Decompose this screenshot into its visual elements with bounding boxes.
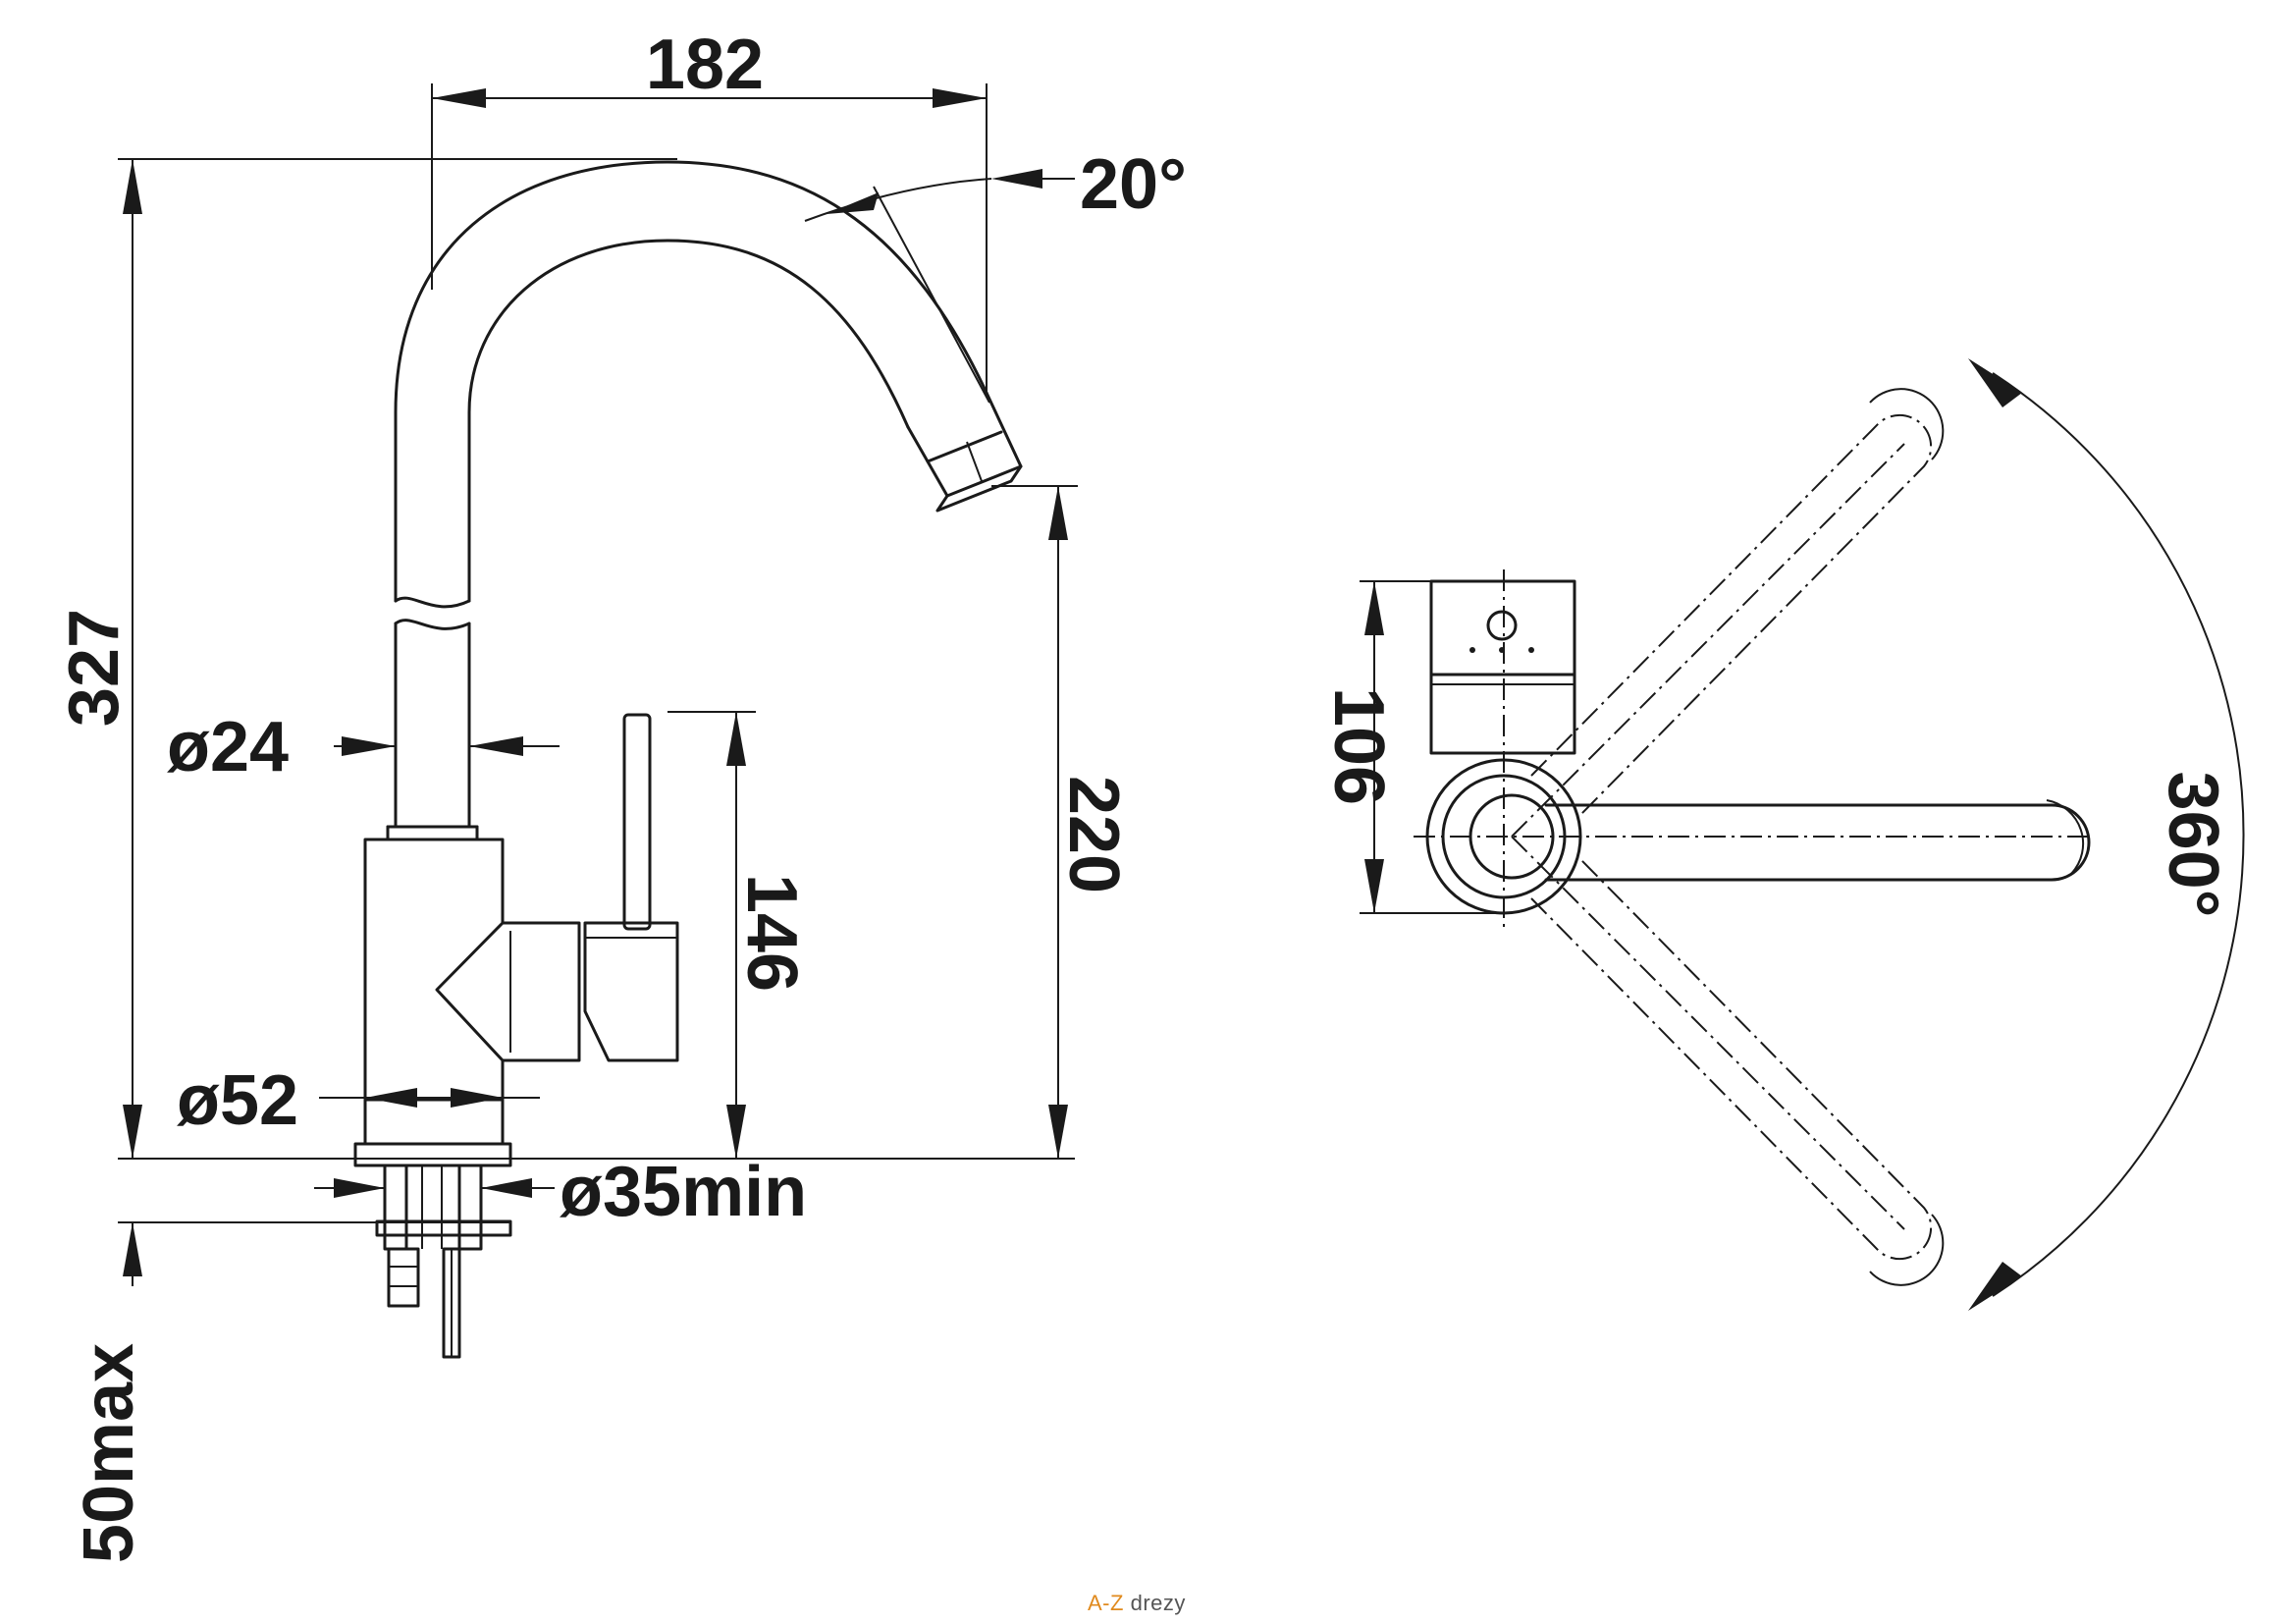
label-50max: 50max <box>70 1343 148 1563</box>
arrow-106-top <box>1364 581 1384 635</box>
body-notch <box>435 921 505 1062</box>
stem-break-top <box>394 596 471 609</box>
spout-outer <box>394 160 988 603</box>
label-20deg: 20° <box>1080 145 1187 224</box>
arrow-327-bottom <box>123 1105 142 1159</box>
rotation-arrow-top <box>1968 358 2022 407</box>
watermark-suffix: drezy <box>1130 1591 1186 1615</box>
plan-centerline-lower <box>1511 836 1905 1230</box>
label-o24: ø24 <box>167 708 289 786</box>
arrow-220-top <box>1048 486 1068 540</box>
arrow-50 <box>123 1222 142 1276</box>
rotation-arc <box>1992 372 2245 1297</box>
arrow-182-right <box>933 88 987 108</box>
base-ring <box>353 1142 512 1167</box>
lever-rod <box>622 713 652 931</box>
label-146: 146 <box>732 874 811 992</box>
plan-spout-straight <box>1544 803 2091 882</box>
faucet-plan-view: 106 360° <box>1319 358 2245 1311</box>
nozzle-tip <box>935 464 1023 513</box>
watermark: A-Z drezy <box>1088 1591 1186 1616</box>
arrow-35-left <box>334 1178 385 1198</box>
arrow-182-left <box>432 88 486 108</box>
arrow-52-right <box>451 1088 503 1108</box>
nozzle-divider <box>966 441 983 482</box>
angle-arrow-left <box>827 192 879 214</box>
label-327: 327 <box>55 609 133 727</box>
side-view-dimensions: 182 20° 327 220 146 ø24 <box>55 26 1187 1563</box>
label-106: 106 <box>1319 687 1398 805</box>
label-o35min: ø35min <box>560 1153 807 1231</box>
stem-break-bottom <box>394 619 471 630</box>
mount-plate <box>375 1219 512 1237</box>
arrow-52-left <box>365 1088 417 1108</box>
angle-arrow-right <box>991 169 1042 189</box>
label-360deg: 360° <box>2154 772 2232 918</box>
label-182: 182 <box>646 26 764 104</box>
arrow-35-right <box>481 1178 532 1198</box>
watermark-prefix: A-Z <box>1088 1591 1124 1615</box>
label-o52: ø52 <box>177 1061 298 1140</box>
spout-nozzle <box>906 391 1023 498</box>
arrow-24-left <box>342 736 396 756</box>
spout-inner <box>467 239 910 603</box>
arrow-146-bottom <box>726 1105 746 1159</box>
arrow-24-right <box>469 736 523 756</box>
plan-spout-ghost-upper <box>1530 413 1933 816</box>
hose-fitting <box>387 1247 420 1308</box>
shank-right <box>457 1164 483 1251</box>
arrow-106-bottom <box>1364 859 1384 913</box>
lever-block <box>583 921 679 1062</box>
plan-spout-ghost-lower <box>1530 858 1933 1261</box>
plan-dot-1 <box>1469 647 1475 653</box>
plan-spout-tip-upper <box>1869 388 1945 460</box>
faucet-body <box>363 838 581 1102</box>
rotation-arrow-bottom <box>1968 1262 2022 1311</box>
plan-spout-tip-lower <box>1869 1214 1945 1286</box>
nozzle-line <box>926 430 1003 463</box>
arrow-220-bottom <box>1048 1105 1068 1159</box>
plan-centerline-upper <box>1511 443 1905 838</box>
plan-dot-3 <box>1528 647 1534 653</box>
label-220: 220 <box>1054 776 1133 893</box>
angle-arc <box>804 178 992 222</box>
plan-hole <box>1486 610 1518 641</box>
arrow-146-top <box>726 712 746 766</box>
arrow-327-top <box>123 159 142 214</box>
plan-spout-tip-straight <box>2046 799 2085 875</box>
angle-ref-line <box>873 186 990 404</box>
